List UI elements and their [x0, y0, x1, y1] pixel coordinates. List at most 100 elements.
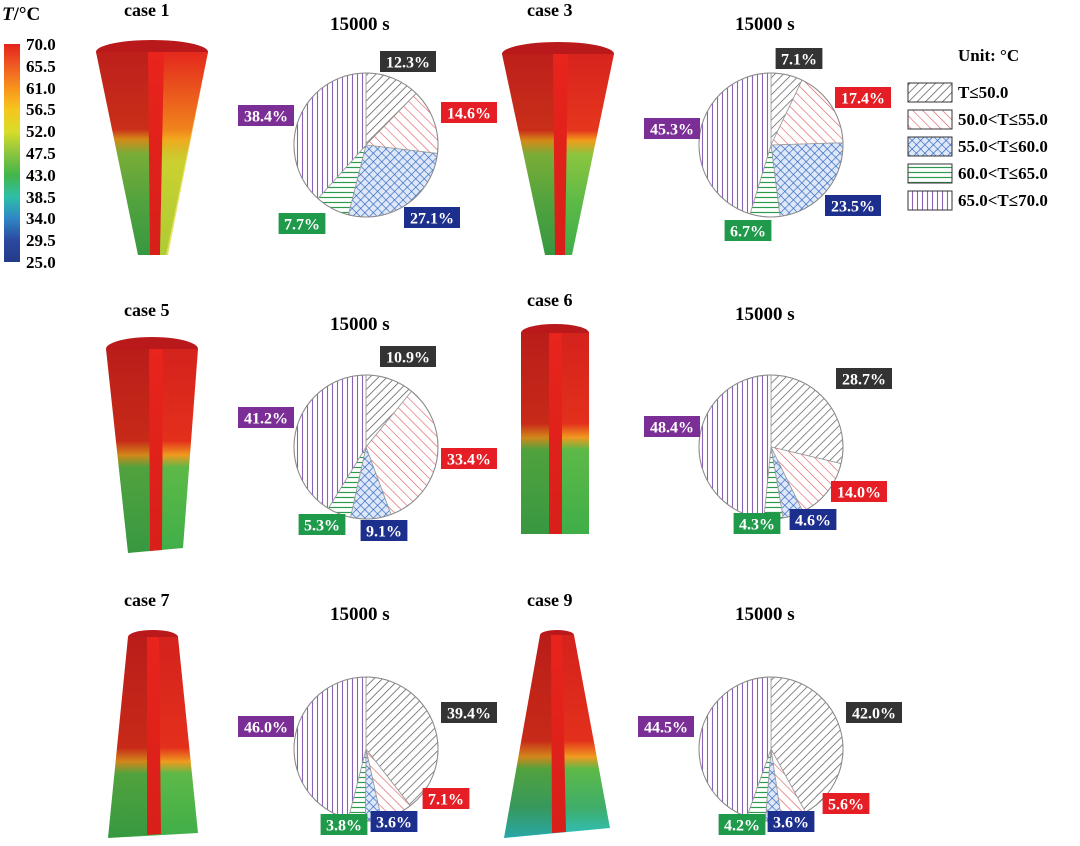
pie-data-label: 41.2% [238, 407, 294, 428]
pie-case-9: 42.0% 5.6% 3.6% 4.2% 44.5% [638, 676, 902, 835]
colorbar-tick: 47.5 [26, 144, 56, 163]
pie-data-label-box [644, 416, 700, 437]
time-label-1: 15000 s [330, 14, 390, 35]
pie-slice [698, 374, 772, 520]
pie-data-label-text: 14.6% [447, 106, 491, 123]
pie-data-label-text: 3.6% [773, 815, 809, 832]
pie-data-label-text: 28.7% [842, 372, 886, 389]
pie-data-label: 45.3% [644, 118, 700, 139]
pie-data-label-text: 33.4% [447, 452, 491, 469]
time-label-3: 15000 s [735, 14, 795, 35]
case-title-3: case 3 [527, 0, 573, 20]
pie-data-label-box [825, 195, 881, 216]
pie-data-label: 3.6% [370, 811, 418, 832]
pie-case-6: 28.7%14.0%4.6%4.3%48.4% [644, 368, 892, 534]
case-title-9: case 9 [527, 590, 573, 610]
pie-data-label: 4.6% [789, 509, 837, 530]
legend-label: 55.0<T≤60.0 [958, 137, 1048, 156]
cone-case-9 [504, 630, 610, 838]
pie-data-label-box [767, 811, 815, 832]
pie-data-label: 5.6% [822, 793, 870, 814]
pie-case-5: 10.9% 33.4% 9.1% 5.3% 41.2% [238, 346, 497, 541]
pie-data-label-text: 45.3% [650, 122, 694, 139]
pie-data-label: 3.6% [767, 811, 815, 832]
time-label-5: 15000 s [330, 314, 390, 335]
colorbar-title: T/°C [2, 4, 41, 25]
pie-data-label: 7.1% [422, 788, 470, 809]
pie-data-label-text: 41.2% [244, 411, 288, 428]
pie-outline [293, 72, 439, 218]
pie-data-label-text: 4.6% [795, 513, 831, 530]
pie-data-label-box [441, 102, 497, 123]
pie-data-label-text: 17.4% [841, 91, 885, 108]
colorbar-tick: 61.0 [26, 78, 56, 98]
case-title-1: case 1 [124, 0, 170, 20]
colorbar-tick: 29.5 [26, 231, 56, 251]
case-title-5: case 5 [124, 300, 170, 320]
pie-data-label-box [380, 51, 436, 72]
pie-data-label-text: 10.9% [386, 350, 430, 367]
pie-data-label-text: 4.2% [724, 818, 760, 835]
pie-data-label: 9.1% [360, 520, 408, 541]
pie-data-label-text: 46.0% [244, 720, 288, 737]
pie-data-label-text: 39.4% [447, 706, 491, 723]
colorbar-tick: 65.5 [26, 56, 56, 76]
pie-data-label: 12.3% [380, 51, 436, 72]
pie-data-label-text: 42.0% [852, 706, 896, 723]
pie-data-label-box [320, 814, 368, 835]
pie-data-label: 39.4% [441, 702, 497, 723]
pie-data-label: 4.2% [718, 814, 766, 835]
pie-data-label-text: 27.1% [410, 211, 454, 228]
cone-case-3 [502, 42, 614, 255]
pie-data-label: 44.5% [638, 716, 694, 737]
time-label-9: 15000 s [735, 604, 795, 625]
legend-label: T≤50.0 [958, 83, 1009, 102]
legend-swatch [907, 109, 953, 130]
pie-data-label: 28.7% [836, 368, 892, 389]
pie-data-label-text: 9.1% [366, 524, 402, 541]
pie-data-label-text: 48.4% [650, 420, 694, 437]
time-label-6: 15000 s [735, 304, 795, 325]
pie-data-label-text: 4.3% [739, 517, 775, 534]
pie-data-label: 48.4% [644, 416, 700, 437]
legend-swatch [907, 82, 953, 103]
legend-label: 50.0<T≤55.0 [958, 110, 1048, 129]
pie-data-label-text: 7.1% [428, 792, 464, 809]
pie-data-label-box [835, 87, 891, 108]
pie-data-label-text: 5.3% [304, 518, 340, 535]
pie-data-label: 42.0% [846, 702, 902, 723]
pie-data-label-box [278, 213, 326, 234]
pie-data-label-box [238, 716, 294, 737]
legend-swatch [907, 136, 953, 157]
pie-data-label: 4.3% [733, 513, 781, 534]
legend-swatch [907, 190, 953, 211]
pie-data-label-box [733, 513, 781, 534]
pie-data-label: 7.7% [278, 213, 326, 234]
colorbar-gradient [4, 44, 20, 262]
pie-data-label-box [831, 481, 887, 502]
cone-case-7 [108, 630, 198, 838]
pie-case-3: 7.1% 17.4% 23.5% 6.7% 45.3% [644, 48, 891, 241]
pie-data-label: 5.3% [298, 514, 346, 535]
pie-case-7: 39.4%7.1%3.6%3.8%46.0% [238, 676, 497, 835]
pie-charts-layer: 12.3%14.6%27.1%7.7%38.4%7.1%17.4%23.5%6.… [238, 48, 902, 835]
pie-data-label: 27.1% [404, 207, 460, 228]
pie-data-label-text: 7.7% [284, 217, 320, 234]
pie-data-label-box [644, 118, 700, 139]
pie-data-label: 7.1% [775, 48, 823, 69]
pie-data-label-box [822, 793, 870, 814]
time-label-7: 15000 s [330, 604, 390, 625]
pie-outline [293, 374, 439, 520]
colorbar-tick: 52.0 [26, 122, 56, 142]
legend-label: 60.0<T≤65.0 [958, 164, 1048, 183]
pie-data-label: 10.9% [380, 346, 436, 367]
legend-unit-label: Unit: °C [958, 46, 1020, 65]
pie-data-label-box [360, 520, 408, 541]
pie-data-label: 23.5% [825, 195, 881, 216]
pie-data-label-box [370, 811, 418, 832]
pie-data-label-box [441, 448, 497, 469]
cone-case-6 [521, 324, 589, 534]
pie-data-label-box [789, 509, 837, 530]
pie-data-label-text: 6.7% [730, 224, 766, 241]
